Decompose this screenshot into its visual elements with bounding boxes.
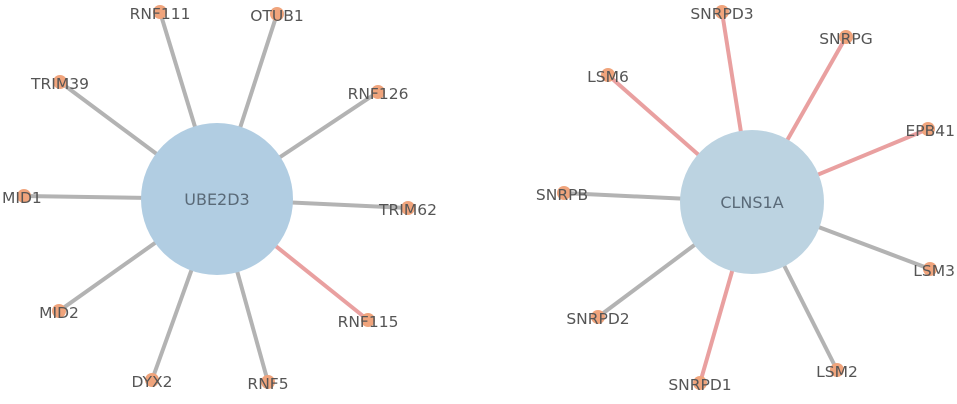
- leaf-node-rnf5: [261, 375, 275, 389]
- leaf-label-rnf5: RNF5: [247, 375, 288, 393]
- leaf-label-trim39: TRIM39: [30, 75, 89, 93]
- leaf-node-otub1: [270, 7, 284, 21]
- hub-label-clns1a: CLNS1A: [720, 193, 783, 212]
- leaf-label-lsm6: LSM6: [587, 68, 629, 86]
- leaf-node-lsm6: [601, 68, 615, 82]
- leaf-node-mid1: [17, 189, 31, 203]
- leaf-node-rnf111: [153, 5, 167, 19]
- leaf-node-rnf115: [361, 313, 375, 327]
- leaf-label-mid2: MID2: [39, 304, 79, 322]
- leaf-label-otub1: OTUB1: [250, 7, 304, 25]
- network-clns1a: CLNS1A SNRPD3 SNRPG LSM6 EPB41 SNRPB LSM…: [536, 5, 955, 394]
- hub-label-ube2d3: UBE2D3: [184, 190, 249, 209]
- hub-node-clns1a: [680, 130, 824, 274]
- leaf-node-trim62: [401, 201, 415, 215]
- leaf-node-lsm3: [923, 262, 937, 276]
- leaf-label-lsm3: LSM3: [913, 262, 955, 280]
- leaf-label-snrpd1: SNRPD1: [668, 376, 731, 394]
- leaf-label-rnf111: RNF111: [130, 5, 191, 23]
- leaf-label-mid1: MID1: [2, 189, 42, 207]
- leaf-label-rnf126: RNF126: [348, 85, 409, 103]
- leaf-label-snrpg: SNRPG: [819, 30, 873, 48]
- leaf-node-snrpd3: [715, 5, 729, 19]
- leaf-label-snrpd3: SNRPD3: [690, 5, 753, 23]
- leaf-node-snrpb: [557, 186, 571, 200]
- hub-node-ube2d3: [141, 123, 293, 275]
- leaf-label-snrpb: SNRPB: [536, 186, 588, 204]
- leaf-label-dyx2: DYX2: [131, 373, 172, 391]
- leaf-node-rnf126: [371, 85, 385, 99]
- leaf-node-snrpd1: [693, 376, 707, 390]
- leaf-label-trim62: TRIM62: [378, 201, 437, 219]
- leaf-node-snrpg: [839, 30, 853, 44]
- leaf-node-lsm2: [830, 363, 844, 377]
- leaf-node-mid2: [52, 304, 66, 318]
- leaf-node-dyx2: [145, 373, 159, 387]
- leaf-node-trim39: [53, 75, 67, 89]
- leaf-label-lsm2: LSM2: [816, 363, 858, 381]
- leaf-node-epb41: [921, 122, 935, 136]
- leaf-label-snrpd2: SNRPD2: [566, 310, 629, 328]
- leaf-node-snrpd2: [591, 310, 605, 324]
- leaf-label-epb41: EPB41: [906, 122, 956, 140]
- leaf-label-rnf115: RNF115: [338, 313, 399, 331]
- network-ube2d3: UBE2D3 RNF111 OTUB1 TRIM39 RNF126 MID1 T…: [2, 5, 437, 393]
